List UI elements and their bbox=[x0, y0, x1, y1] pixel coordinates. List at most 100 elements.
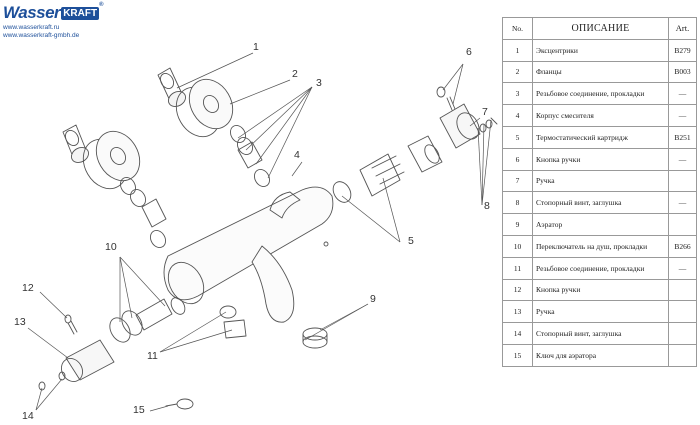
part-8-set-screw-cap bbox=[479, 117, 498, 133]
callout-14: 14 bbox=[22, 410, 34, 422]
part-2-flanges bbox=[82, 78, 234, 190]
cell-description: Стопорный винт, заглушка bbox=[532, 322, 669, 345]
callout-8: 8 bbox=[484, 200, 490, 212]
cell-art: B251 bbox=[668, 125, 697, 149]
cell-art: B279 bbox=[668, 38, 697, 62]
cell-no: 3 bbox=[502, 82, 533, 106]
cell-description: Стопорный винт, заглушка bbox=[532, 191, 669, 215]
cell-art bbox=[668, 300, 697, 324]
site-url-ru: www.wasserkraft.ru bbox=[3, 24, 60, 31]
table-header-row: No. ОПИСАНИЕ Art. bbox=[502, 17, 697, 40]
cell-description: Ручка bbox=[532, 169, 669, 193]
part-4-mixer-body bbox=[163, 186, 334, 323]
cell-art: B003 bbox=[668, 60, 697, 84]
cell-no: 12 bbox=[502, 278, 533, 302]
part-13-handle bbox=[61, 339, 115, 382]
leader-lines bbox=[27, 52, 492, 412]
cell-no: 2 bbox=[502, 60, 533, 84]
logo-registered-mark: ® bbox=[99, 2, 103, 8]
cell-art bbox=[668, 169, 697, 193]
cell-art: — bbox=[668, 191, 697, 215]
cell-description: Кнопка ручки bbox=[532, 147, 669, 171]
cell-art bbox=[668, 343, 697, 367]
callout-5: 5 bbox=[408, 235, 414, 247]
cell-no: 9 bbox=[502, 213, 533, 236]
cell-no: 1 bbox=[502, 38, 533, 62]
part-14-set-screw-cap bbox=[38, 371, 66, 391]
cell-description: Резьбовое соединение, прокладки bbox=[532, 256, 669, 280]
callout-11: 11 bbox=[147, 350, 158, 362]
cell-no: 15 bbox=[502, 343, 533, 367]
cell-description: Эксцентрики bbox=[532, 38, 669, 62]
cell-no: 6 bbox=[502, 147, 533, 171]
part-6-handle-button bbox=[436, 86, 456, 111]
callout-1: 1 bbox=[253, 41, 259, 53]
cell-no: 8 bbox=[502, 191, 533, 215]
logo-wordmark-main: Wasser bbox=[3, 3, 61, 22]
cell-art: — bbox=[668, 256, 697, 280]
cell-description: Кнопка ручки bbox=[532, 278, 669, 302]
part-3-threaded-connections bbox=[120, 125, 270, 248]
cell-no: 14 bbox=[502, 322, 533, 345]
cell-art: — bbox=[668, 147, 697, 171]
cell-description: Фланцы bbox=[532, 60, 669, 84]
header-description: ОПИСАНИЕ bbox=[532, 17, 669, 40]
callout-3: 3 bbox=[316, 77, 322, 89]
part-7-handle bbox=[439, 103, 481, 149]
callout-9: 9 bbox=[370, 293, 376, 305]
logo-wordmark-box: KRAFT bbox=[61, 6, 100, 20]
header-no: No. bbox=[502, 17, 533, 40]
part-11-threaded-connections bbox=[219, 305, 247, 339]
part-12-handle-button bbox=[64, 314, 78, 335]
callout-6: 6 bbox=[466, 46, 472, 58]
cell-art bbox=[668, 213, 697, 236]
cell-description: Аэратор bbox=[532, 213, 669, 236]
header-art: Art. bbox=[668, 17, 697, 40]
cell-no: 11 bbox=[502, 256, 533, 280]
cell-description: Ключ для аэратора bbox=[532, 343, 669, 367]
cell-description: Ручка bbox=[532, 300, 669, 324]
cell-art bbox=[668, 322, 697, 345]
cell-description: Термостатический картридж bbox=[532, 125, 669, 149]
part-9-aerator bbox=[302, 327, 328, 349]
cell-description: Резьбовое соединение, прокладки bbox=[532, 82, 669, 106]
callout-15: 15 bbox=[133, 404, 145, 416]
cell-no: 4 bbox=[502, 104, 533, 127]
cell-no: 7 bbox=[502, 169, 533, 193]
cell-no: 10 bbox=[502, 234, 533, 258]
cell-no: 13 bbox=[502, 300, 533, 324]
cell-art: — bbox=[668, 82, 697, 106]
site-url-de: www.wasserkraft-gmbh.de bbox=[3, 32, 80, 39]
callout-2: 2 bbox=[292, 68, 298, 80]
callout-10: 10 bbox=[105, 241, 117, 253]
callout-7: 7 bbox=[482, 106, 488, 118]
cell-description: Корпус смесителя bbox=[532, 104, 669, 127]
callout-13: 13 bbox=[14, 316, 26, 328]
cell-art: B266 bbox=[668, 234, 697, 258]
part-5-thermostatic-cartridge bbox=[332, 135, 443, 203]
cell-description: Переключатель на душ, прокладки bbox=[532, 234, 669, 258]
part-15-aerator-key bbox=[165, 398, 194, 410]
callout-12: 12 bbox=[22, 282, 34, 294]
part-10-shower-diverter bbox=[109, 297, 186, 343]
cell-art: — bbox=[668, 104, 697, 127]
